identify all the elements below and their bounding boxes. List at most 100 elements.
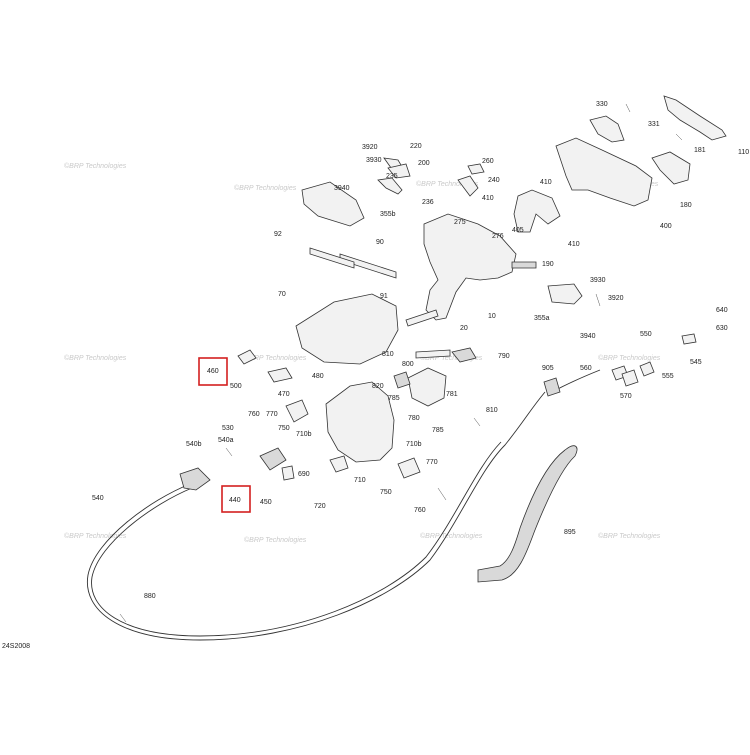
part-10-handlebar (423, 213, 517, 321)
part-460-bracket (237, 349, 257, 365)
label-355a: 355a (534, 315, 550, 322)
part-190-shaft (511, 261, 537, 269)
part-20-rail (405, 309, 439, 327)
part-540b-fitting (179, 467, 211, 491)
label-880: 880 (144, 593, 156, 600)
highlight-boxes (198, 357, 251, 513)
highlight-box-460 (198, 357, 228, 386)
watermark: ©BRP Technologies (416, 180, 479, 188)
watermark: ©BRP Technologies (244, 536, 307, 544)
label-630: 630 (716, 325, 728, 332)
label-780: 780 (408, 415, 420, 422)
handlebar-assembly (405, 213, 583, 327)
label-180: 180 (680, 202, 692, 209)
label-3940: 3940 (334, 185, 350, 192)
label-3920b: 3920 (608, 295, 624, 302)
part-710-frame (325, 381, 395, 463)
part-720-cylinder (329, 455, 349, 473)
label-410c: 410 (568, 241, 580, 248)
label-540b: 540b (186, 441, 202, 448)
frame-assembly (237, 349, 447, 479)
watermark: ©BRP Technologies (420, 354, 483, 362)
label-690: 690 (298, 471, 310, 478)
label-710b-right: 710b (406, 441, 422, 448)
label-540a: 540a (218, 437, 234, 444)
upper-right-parts (555, 95, 727, 207)
label-410b: 410 (482, 195, 494, 202)
part-400-console (555, 137, 653, 207)
label-545: 545 (690, 359, 702, 366)
label-710b: 710b (296, 431, 312, 438)
part-780-housing (407, 367, 447, 407)
label-3920: 3920 (362, 144, 378, 151)
label-110: 110 (738, 149, 749, 156)
part-92-rail (309, 247, 355, 269)
label-550: 550 (640, 331, 652, 338)
label-3930b: 3930 (590, 277, 606, 284)
part-330-cap (589, 115, 625, 143)
label-276: 276 (492, 233, 504, 240)
panel-assembly (295, 293, 477, 365)
small-hardware (119, 293, 601, 623)
watermark: ©BRP Technologies (64, 532, 127, 540)
part-180-panel (651, 151, 691, 185)
label-480: 480 (312, 373, 324, 380)
label-91: 91 (380, 293, 388, 300)
label-500: 500 (230, 383, 242, 390)
part-570-ring (621, 369, 639, 387)
label-895: 895 (564, 529, 576, 536)
highlight-box-440 (221, 485, 251, 513)
watermark: ©BRP Technologies (598, 532, 661, 540)
label-770: 770 (266, 411, 278, 418)
part-750-cylinder (285, 399, 309, 423)
part-630-bolt (681, 333, 697, 345)
label-710: 710 (354, 477, 366, 484)
label-785b: 785 (432, 427, 444, 434)
label-781: 781 (446, 391, 458, 398)
label-181: 181 (694, 147, 706, 154)
part-355a-grip (547, 283, 583, 305)
throttle-parts (179, 447, 295, 491)
part-labels: 330 331 110 181 180 400 3920 3930 220 20… (92, 101, 749, 600)
label-400: 400 (660, 223, 672, 230)
part-260-clip (467, 163, 485, 175)
label-785: 785 (388, 395, 400, 402)
label-410: 410 (540, 179, 552, 186)
right-side-parts (543, 333, 697, 397)
top-center-parts (301, 157, 561, 279)
label-470: 470 (278, 391, 290, 398)
part-790-switch (451, 347, 477, 363)
part-235-lever (377, 177, 403, 195)
label-450: 450 (260, 499, 272, 506)
label-190: 190 (542, 261, 554, 268)
label-10: 10 (488, 313, 496, 320)
label-540: 540 (92, 495, 104, 502)
label-760b: 760 (414, 507, 426, 514)
label-750b: 750 (380, 489, 392, 496)
watermark: ©BRP Technologies (598, 354, 661, 362)
label-810b: 810 (486, 407, 498, 414)
watermark: ©BRP Technologies (244, 354, 307, 362)
throttle-cable-540 (86, 391, 546, 641)
part-410-grip (513, 189, 561, 233)
diagram-code: 24S2008 (2, 643, 30, 650)
watermark: ©BRP Technologies (420, 532, 483, 540)
label-70: 70 (278, 291, 286, 298)
watermark: ©BRP Technologies (64, 354, 127, 362)
label-810: 810 (382, 351, 394, 358)
label-570: 570 (620, 393, 632, 400)
label-905: 905 (542, 365, 554, 372)
label-236: 236 (422, 199, 434, 206)
label-355b: 355b (380, 211, 396, 218)
part-750b-cylinder (397, 457, 421, 479)
label-20: 20 (460, 325, 468, 332)
part-810-bar (415, 349, 451, 359)
label-405: 405 (512, 227, 524, 234)
throttle-cable-540-inner (91, 441, 502, 637)
label-820: 820 (372, 383, 384, 390)
part-440-switch (259, 447, 287, 471)
label-3930: 3930 (366, 157, 382, 164)
label-240: 240 (488, 177, 500, 184)
